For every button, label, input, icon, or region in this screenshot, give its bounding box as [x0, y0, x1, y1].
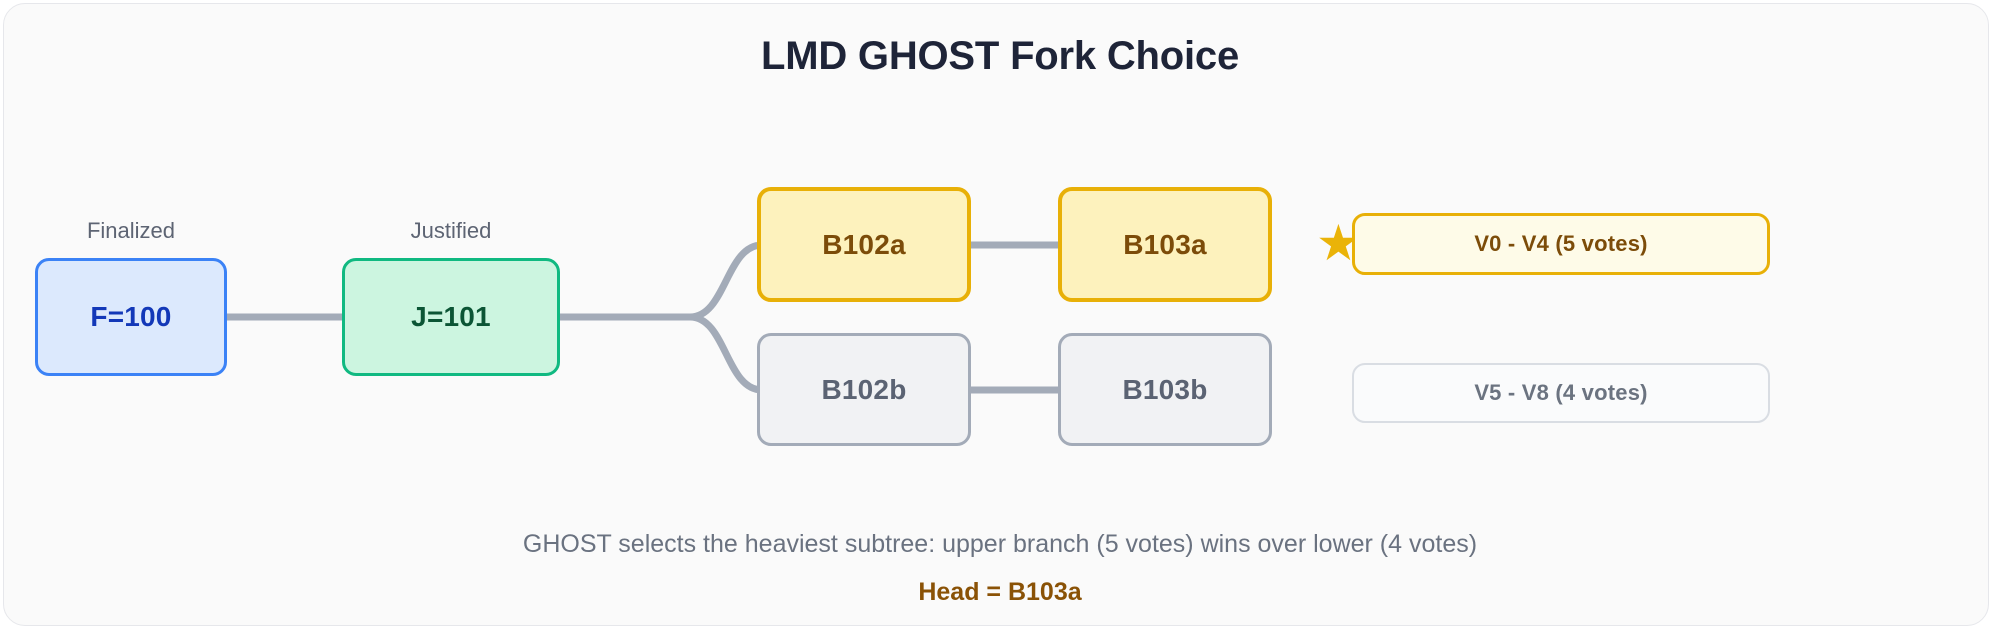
justified-caption: Justified: [410, 218, 492, 243]
node-b102b[interactable]: B102b: [757, 333, 971, 446]
node-b103a[interactable]: B103a: [1058, 187, 1272, 302]
votes-chip-upper[interactable]: V0 - V4 (5 votes): [1352, 213, 1770, 275]
explanation-text: GHOST selects the heaviest subtree: uppe…: [522, 530, 1478, 558]
votes-chip-lower[interactable]: V5 - V8 (4 votes): [1352, 363, 1770, 423]
node-b103b[interactable]: B103b: [1058, 333, 1272, 446]
head-result: Head = B103a: [918, 578, 1082, 606]
node-b102a[interactable]: B102a: [757, 187, 971, 302]
page-title: LMD GHOST Fork Choice: [760, 34, 1240, 78]
node-finalized[interactable]: F=100: [35, 258, 227, 376]
node-justified[interactable]: J=101: [342, 258, 560, 376]
finalized-caption: Finalized: [86, 218, 176, 243]
